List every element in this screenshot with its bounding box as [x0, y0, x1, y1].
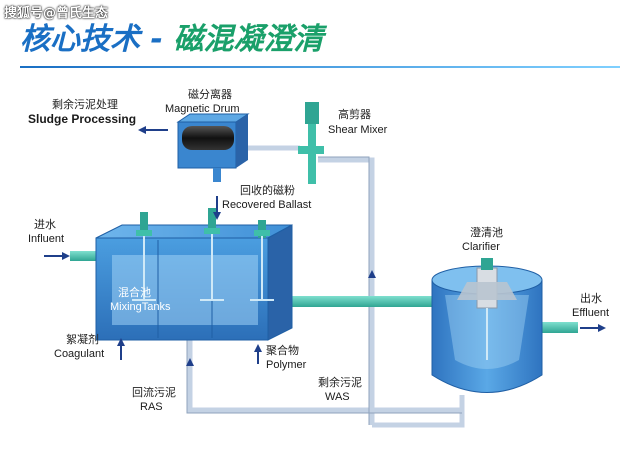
- label-polymer-en: Polymer: [266, 359, 307, 371]
- page-title: 核心技术 - 磁混凝澄清: [20, 14, 323, 58]
- arrow-ballast: [213, 196, 221, 220]
- label-influent-en: Influent: [28, 233, 64, 245]
- grey-pipes: [187, 145, 465, 428]
- green-pipes: [70, 251, 578, 333]
- pipe-effluent: [542, 322, 578, 333]
- label-was-en: WAS: [325, 391, 350, 403]
- label-shear-en: Shear Mixer: [328, 124, 388, 136]
- pipe-was-bottom: [372, 400, 465, 428]
- label-was-cn: 剩余污泥: [318, 375, 362, 389]
- label-ballast-cn: 回收的磁粉: [240, 183, 295, 197]
- arrow-polymer: [254, 344, 262, 364]
- magnetic-drum: [176, 113, 250, 182]
- label-influent-cn: 进水: [34, 218, 56, 231]
- clarifier-drive: [481, 258, 493, 270]
- shear-motor: [305, 102, 319, 124]
- title-sub: 磁混凝澄清: [173, 22, 324, 57]
- label-drum-en: Magnetic Drum: [165, 103, 240, 115]
- drum-cylinder: [182, 126, 234, 150]
- label-shear-cn: 高剪器: [338, 107, 371, 121]
- label-clarifier-cn: 澄清池: [470, 225, 503, 239]
- agitator-1: [132, 212, 156, 301]
- label-sludge-en: Sludge Processing: [28, 112, 136, 126]
- label-ras-en: RAS: [140, 401, 163, 413]
- label-coagulant-en: Coagulant: [54, 348, 104, 360]
- title-rule: [20, 66, 620, 68]
- flow-arrows: [44, 126, 606, 366]
- agitator-3: [250, 220, 274, 301]
- label-effluent-en: Effluent: [572, 307, 609, 319]
- mixing-tank-window: [112, 255, 258, 325]
- label-mixing-en: MixingTanks: [110, 301, 171, 313]
- label-coagulant-cn: 絮凝剂: [66, 332, 99, 346]
- label-polymer-cn: 聚合物: [266, 343, 299, 357]
- label-effluent-cn: 出水: [580, 291, 602, 305]
- labels: 剩余污泥处理 Sludge Processing 磁分离器 Magnetic D…: [28, 87, 609, 413]
- arrow-influent: [44, 252, 70, 260]
- drum-housing-side: [236, 114, 248, 168]
- arrow-ras-pipe: [186, 358, 194, 366]
- title-main: 核心技术: [20, 22, 140, 57]
- mixing-tank-side: [267, 224, 293, 341]
- pipe-tank-to-clarifier: [290, 296, 435, 307]
- title-dash: -: [140, 22, 174, 57]
- arrow-was-pipe: [368, 270, 376, 278]
- label-mixing-cn: 混合池: [118, 285, 151, 299]
- drum-housing-top: [176, 113, 250, 123]
- drum-outlet: [213, 168, 221, 182]
- mixing-tanks: [95, 208, 293, 341]
- arrow-sludge: [138, 126, 168, 134]
- pipe-shear-to-was-edge: [318, 156, 370, 425]
- arrow-coagulant: [117, 338, 125, 360]
- pipe-shear-to-was: [318, 157, 375, 425]
- label-ras-cn: 回流污泥: [132, 385, 176, 399]
- clarifier-plates: [457, 282, 517, 300]
- shear-flange: [298, 146, 324, 154]
- pipe-influent: [70, 251, 110, 261]
- watermark: 搜狐号@曾氏生态: [4, 6, 109, 21]
- clarifier: [431, 258, 543, 393]
- agitator-2: [200, 208, 224, 301]
- label-drum-cn: 磁分离器: [188, 87, 232, 101]
- label-clarifier-en: Clarifier: [462, 241, 500, 253]
- shear-mixer: [298, 102, 324, 184]
- label-sludge-cn: 剩余污泥处理: [52, 97, 118, 111]
- arrow-effluent: [580, 324, 606, 332]
- label-ballast-en: Recovered Ballast: [222, 199, 311, 211]
